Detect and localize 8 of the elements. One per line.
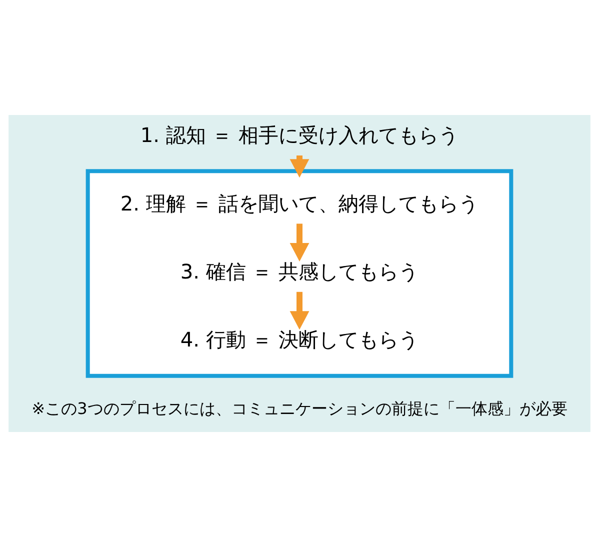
node-text: 4. 行動 ＝ 決断してもらう [180,327,419,352]
node-text: 2. 理解 ＝ 話を聞いて、納得してもらう [120,190,479,215]
arrow [290,291,310,330]
arrow [290,223,310,261]
node-text: 3. 確信 ＝ 共感してもらう [180,259,419,284]
node-text: 1. 認知 ＝ 相手に受け入れてもらう [140,122,459,147]
label: ※この3つのプロセスには、コミュニケーションの前提に「一体感」が必要 [32,398,568,418]
cluster [86,168,514,378]
